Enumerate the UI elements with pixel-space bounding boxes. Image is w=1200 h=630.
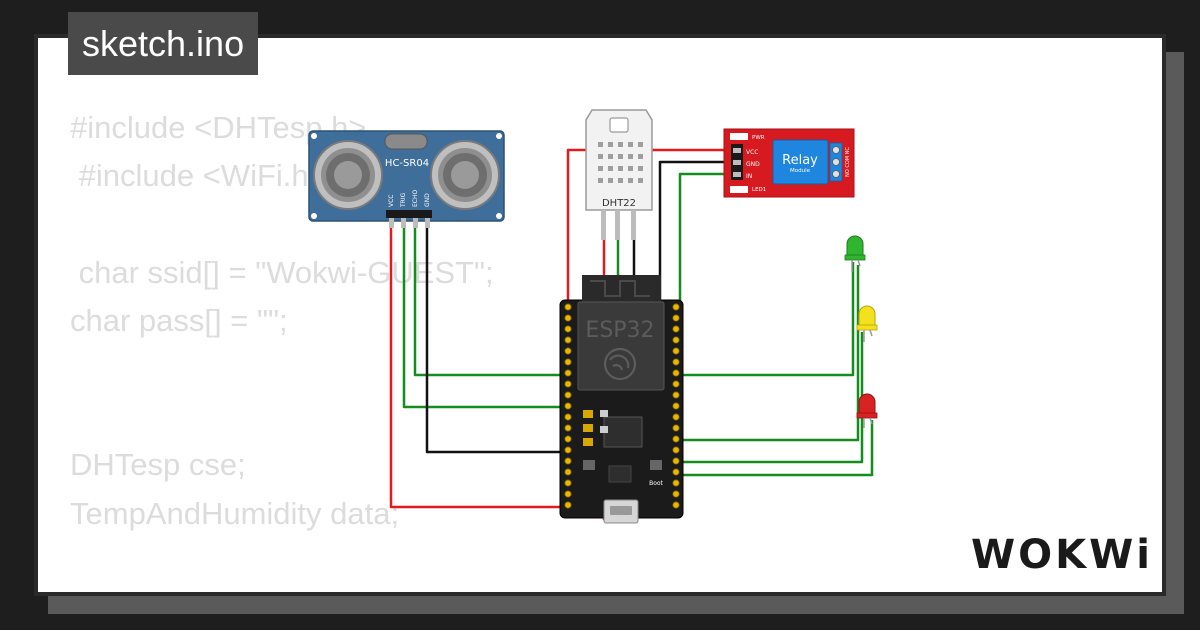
dht-grille (598, 142, 643, 183)
relay-led-label: LED1 (752, 187, 766, 193)
ultrasonic-sensor[interactable]: HC-SR04 VCC TRIG ECHO GND (308, 130, 505, 228)
esp32-pin[interactable] (564, 435, 572, 443)
esp32-pin[interactable] (564, 479, 572, 487)
ultrasonic-pin-label: TRIG (400, 192, 407, 208)
wire-led-yellow (680, 332, 864, 464)
esp32-pin[interactable] (672, 325, 680, 333)
esp32-pin[interactable] (564, 402, 572, 410)
relay-pin-labels: VCC GND IN (746, 149, 760, 180)
ultrasonic-pin-label: GND (424, 193, 431, 207)
esp32-pin[interactable] (672, 303, 680, 311)
wire-led-red (680, 420, 874, 477)
espressif-logo-icon (603, 347, 637, 381)
esp32-pin[interactable] (564, 380, 572, 388)
esp32-pin[interactable] (564, 413, 572, 421)
relay-pin-label: IN (746, 173, 752, 180)
wire-relay-vcc (566, 148, 730, 305)
esp32-pin[interactable] (672, 391, 680, 399)
ultrasonic-transducer-left (313, 140, 383, 210)
esp32-pin[interactable] (672, 490, 680, 498)
led-yellow[interactable] (856, 305, 878, 342)
boot-label: Boot (649, 480, 663, 487)
esp32-pin[interactable] (564, 369, 572, 377)
esp32-pin[interactable] (564, 468, 572, 476)
esp32-pin[interactable] (564, 347, 572, 355)
ultrasonic-label: HC-SR04 (385, 158, 429, 169)
esp32-pin[interactable] (672, 347, 680, 355)
wire-led-common (680, 265, 860, 442)
wire-led-green (680, 262, 855, 377)
esp32-pin[interactable] (672, 501, 680, 509)
wire-ultrasonic-vcc (389, 226, 604, 509)
dht22-sensor[interactable]: DHT22 (585, 109, 653, 240)
wokwi-logo: WOKWi (971, 532, 1153, 578)
esp32-pin[interactable] (564, 303, 572, 311)
relay-contacts-label: NO COM NC (845, 147, 851, 177)
relay-sublabel: Module (790, 168, 811, 174)
esp32-pin[interactable] (672, 336, 680, 344)
esp32-pin[interactable] (564, 424, 572, 432)
esp32-pin[interactable] (672, 314, 680, 322)
wokwi-logo-text: WOKWi (971, 532, 1153, 578)
wire-ultrasonic-trig (402, 226, 568, 409)
relay-title: Relay (782, 153, 818, 168)
esp32-board[interactable]: ESP32 Boot (559, 275, 684, 524)
relay-module[interactable]: PWR LED1 VCC GND IN Relay Module NO COM NC (723, 128, 855, 198)
wire-ultrasonic-echo (413, 226, 568, 377)
code-background: #include <DHTesp.h> #include <WiFi.h> ch… (70, 110, 494, 531)
relay-pwr-label: PWR (752, 135, 765, 141)
esp32-pin[interactable] (672, 358, 680, 366)
esp32-pin[interactable] (564, 325, 572, 333)
esp32-pin[interactable] (564, 391, 572, 399)
esp32-pin[interactable] (672, 468, 680, 476)
relay-pin-label: GND (746, 161, 760, 168)
ultrasonic-pin-label: VCC (388, 195, 395, 207)
esp32-pin[interactable] (564, 457, 572, 465)
esp32-pin[interactable] (672, 413, 680, 421)
dht-label: DHT22 (602, 198, 636, 209)
esp32-pin[interactable] (564, 358, 572, 366)
led-green[interactable] (844, 235, 866, 272)
esp32-pins-left (564, 303, 572, 509)
esp32-pin[interactable] (564, 446, 572, 454)
led-red[interactable] (856, 393, 878, 428)
esp32-pin[interactable] (672, 435, 680, 443)
esp32-pin[interactable] (564, 314, 572, 322)
esp32-pin[interactable] (564, 336, 572, 344)
file-tab-title: sketch.ino (68, 12, 259, 75)
wire-relay-in (678, 172, 730, 363)
esp32-pin[interactable] (672, 446, 680, 454)
relay-pin-label: VCC (746, 149, 758, 156)
esp32-pin[interactable] (672, 402, 680, 410)
esp32-pin[interactable] (672, 457, 680, 465)
esp32-label: ESP32 (585, 318, 654, 343)
esp32-pin[interactable] (672, 369, 680, 377)
esp32-pin[interactable] (564, 490, 572, 498)
esp32-pin[interactable] (672, 424, 680, 432)
esp32-pin[interactable] (672, 380, 680, 388)
esp32-pin[interactable] (564, 501, 572, 509)
ultrasonic-transducer-right (430, 140, 500, 210)
esp32-pin[interactable] (672, 479, 680, 487)
ultrasonic-pin-label: ECHO (412, 190, 419, 207)
ultrasonic-pin-labels: VCC TRIG ECHO GND (388, 190, 431, 208)
esp32-pins-right (672, 303, 680, 509)
